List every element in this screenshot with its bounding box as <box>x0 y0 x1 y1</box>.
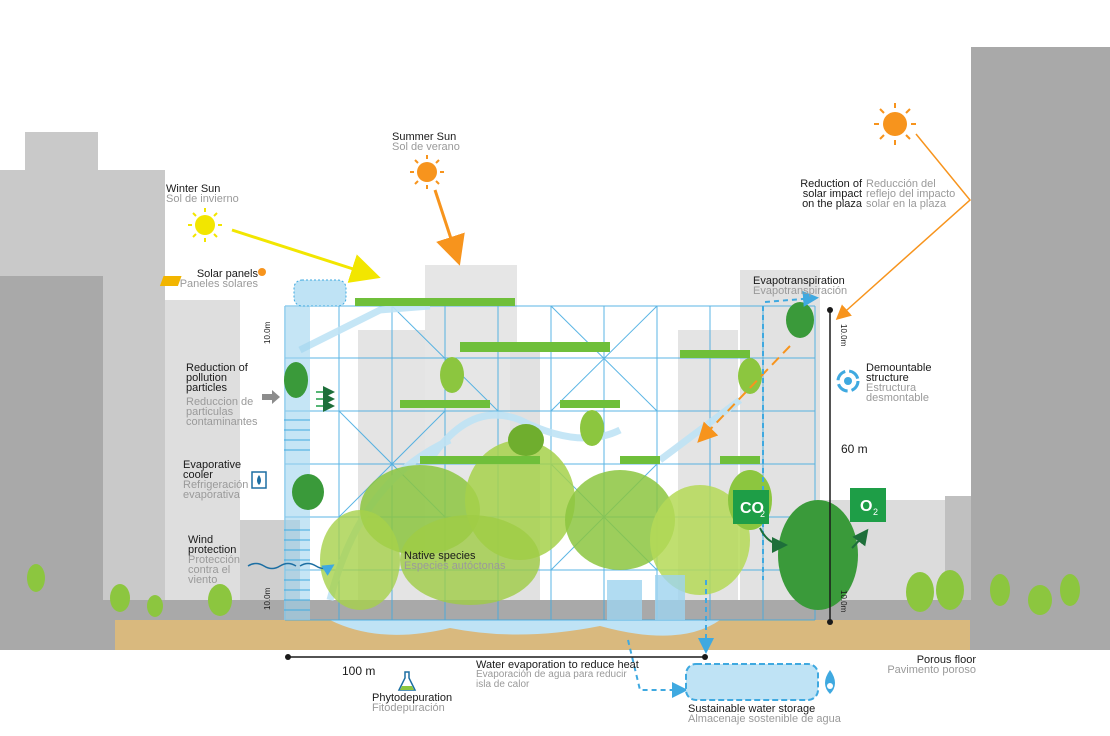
evaporative-label: Evaporative cooler Refrigeración evapora… <box>183 459 249 501</box>
o2-text: O <box>860 498 872 515</box>
native-species-label: Native species Especies autóctonas <box>404 550 506 572</box>
solar-greenhouse <box>293 279 347 307</box>
phytodepuration-label: Phytodepuration Fitodepuración <box>372 692 453 714</box>
sun-icon <box>410 155 444 189</box>
co2-sub: 2 <box>760 509 765 519</box>
module-height-bottom: 10.0m <box>263 587 272 610</box>
solar-panels-label: Solar panels Paneles solares <box>179 268 258 290</box>
pollution-arrows <box>262 386 335 412</box>
solar-impact-label-es: Reducción del reflejo del impacto solar … <box>866 178 956 210</box>
water-storage-label: Sustainable water storage Almacenaje sos… <box>688 703 841 725</box>
recycle-icon <box>836 369 860 393</box>
o2-sub: 2 <box>873 507 878 517</box>
water-evaporation-label: Water evaporation to reduce heat Evapora… <box>476 659 639 690</box>
right-height-top: 10.0m <box>839 324 848 347</box>
winter-sun-label: Winter Sun Sol de invierno <box>166 183 239 205</box>
water-drop-icon <box>825 670 835 694</box>
summer-sun-label: Summer Sun Sol de verano <box>392 131 460 153</box>
solar-panel-icon <box>159 268 266 286</box>
stair-column <box>284 306 310 620</box>
pollution-label: Reduction of pollution particles Reducci… <box>186 362 258 428</box>
porous-floor-label: Porous floor Pavimento poroso <box>887 654 976 676</box>
winter-sun-ray <box>231 228 381 283</box>
water-pond <box>330 620 720 636</box>
co2-text: CO <box>740 500 764 517</box>
dimension-dot <box>827 307 833 313</box>
right-height-bottom: 10.0m <box>839 590 848 613</box>
water-drop-icon <box>251 471 267 489</box>
solar-impact-label-en: Reduction of solar impact on the plaza <box>800 178 862 210</box>
module-height-top: 10.0m <box>263 321 272 344</box>
wind-label: Wind protection Protección contra el vie… <box>188 534 240 586</box>
water-storage-tank <box>685 663 819 701</box>
sun-icon <box>874 103 916 145</box>
co2-arrow <box>759 527 788 553</box>
dimension-lines <box>288 308 831 658</box>
o2-icon: O 2 <box>850 488 886 522</box>
summer-sun-ray <box>433 189 465 266</box>
demountable-label: Demountable structure Estructura desmont… <box>866 362 932 404</box>
reflected-ray <box>697 345 791 443</box>
o2-arrow <box>851 528 869 549</box>
height-dimension-label: 60 m <box>841 442 868 456</box>
flask-icon <box>397 671 417 691</box>
dimension-dot <box>285 654 291 660</box>
wind-arrows <box>247 562 335 576</box>
sun-icon <box>188 208 222 242</box>
dimension-dot <box>702 654 708 660</box>
width-dimension-label: 100 m <box>342 664 376 678</box>
co2-icon: CO 2 <box>733 490 769 524</box>
vegetation <box>27 298 1080 620</box>
solar-impact-ray <box>835 133 972 320</box>
dimension-dot <box>827 619 833 625</box>
evapotranspiration-label: Evapotranspiration Evapotranspiración <box>753 275 848 297</box>
